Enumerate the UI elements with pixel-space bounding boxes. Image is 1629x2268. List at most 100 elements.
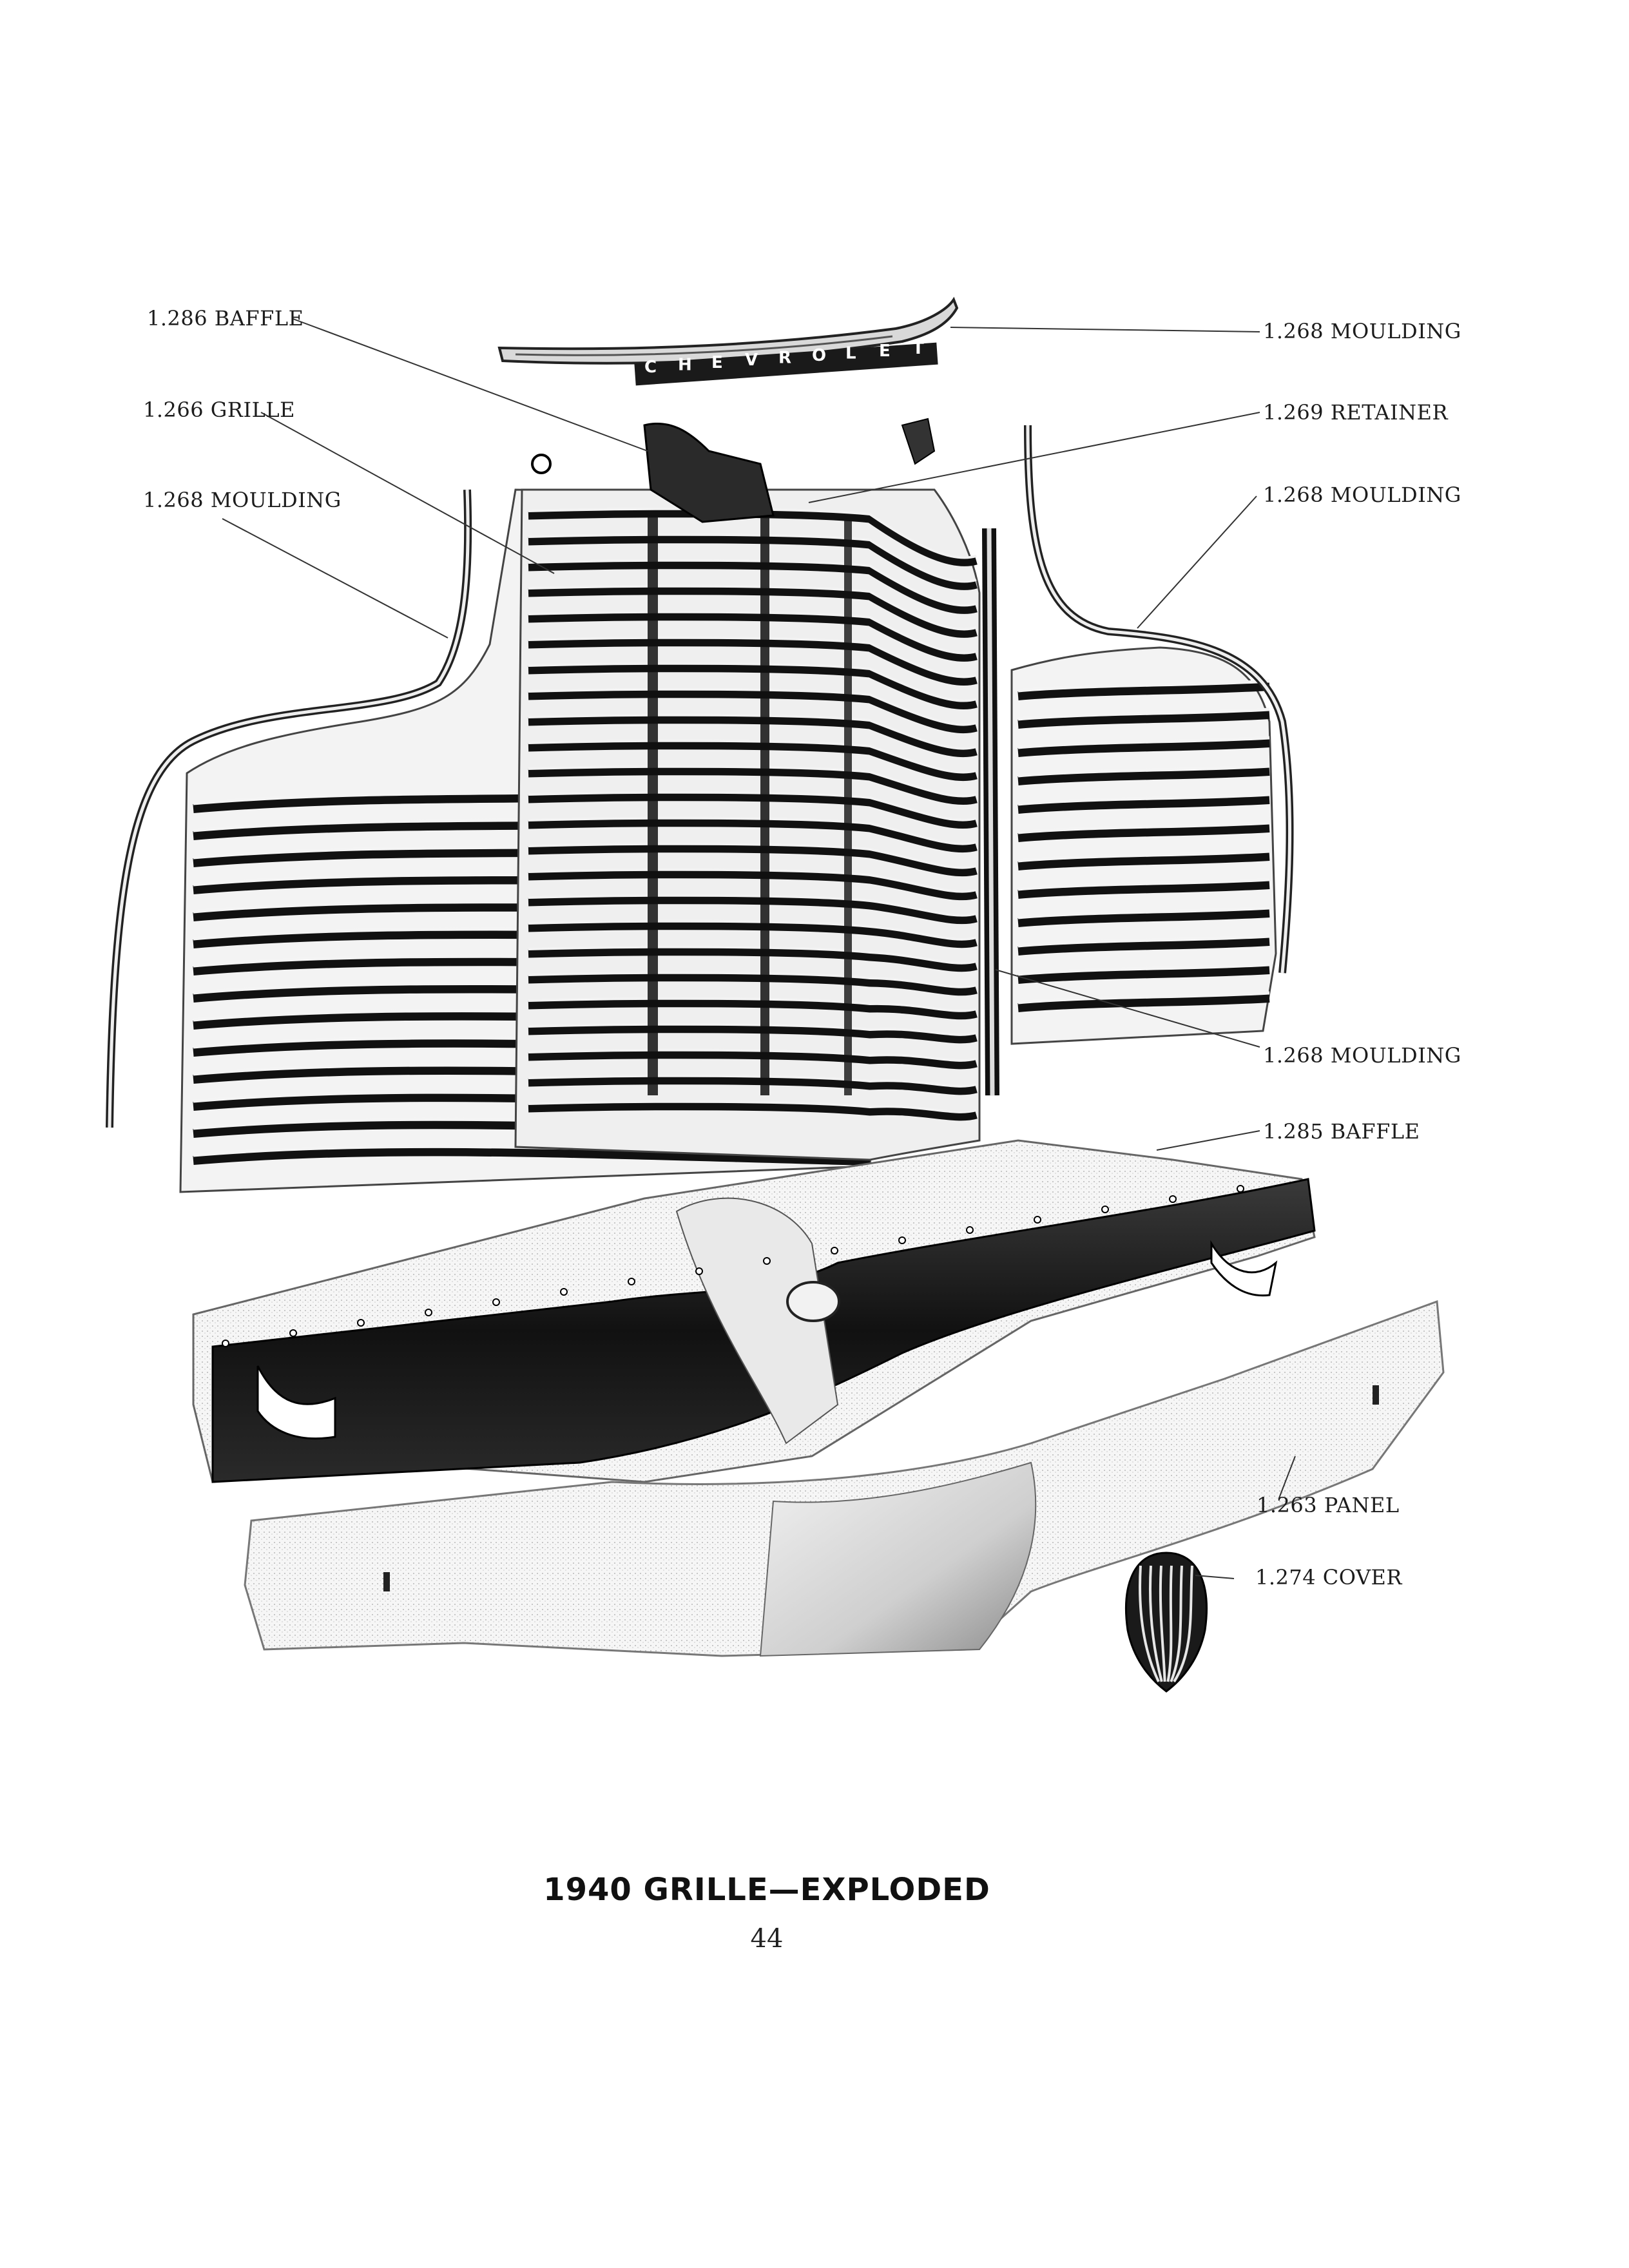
center-grille-bar (528, 793, 978, 829)
right-grille-bar (1017, 795, 1270, 814)
bolt-hole (695, 1267, 703, 1275)
center-grille-bar (528, 612, 978, 662)
cover-rib (1159, 1565, 1166, 1682)
center-grille-bar (528, 509, 978, 566)
center-grille-bars (528, 507, 978, 1121)
leader-cover (1195, 1575, 1235, 1579)
center-grille-bar (528, 844, 978, 877)
right-grille-bar (1017, 823, 1270, 842)
center-grille-bar-highlight (528, 894, 977, 917)
emblem-letter: T (912, 339, 924, 358)
label-grille: 1.266 GRILLE (143, 398, 295, 422)
bolt-hole (289, 1329, 297, 1337)
right-grille-bar-highlight (1017, 906, 1270, 919)
baffle-top-part (531, 418, 936, 523)
bolt-hole (1101, 1206, 1109, 1213)
center-grille-bar-highlight (528, 868, 977, 893)
label-retainer: 1.269 RETAINER (1263, 400, 1449, 425)
center-grille-bar-highlight (528, 945, 977, 965)
center-grille-bar-highlight (528, 1048, 977, 1062)
cover-rib (1139, 1565, 1160, 1682)
center-grille-bar (528, 741, 978, 782)
right-grille-bar (1017, 682, 1270, 700)
bolt-hole (1169, 1195, 1177, 1203)
right-grille-bar-highlight (1017, 736, 1270, 749)
center-grille-bar (528, 689, 978, 733)
leader-panel (1278, 1456, 1296, 1499)
baffle-bolt-holes (222, 1185, 1244, 1347)
right-grille-bar (1017, 880, 1270, 899)
right-grille-bar-highlight (1017, 679, 1270, 693)
emblem-letter: L (845, 343, 856, 363)
bolt-hole (831, 1247, 838, 1254)
leader-lines (222, 318, 1296, 1579)
page-number: 44 (750, 1924, 784, 1954)
grille-right-section (1010, 646, 1277, 1045)
emblem-letter: E (879, 341, 891, 361)
label-moulding-right: 1.268 MOULDING (1263, 483, 1461, 507)
right-grille-bar-highlight (1017, 991, 1270, 1004)
center-grille-bar (528, 1024, 978, 1044)
center-grille-bar (528, 921, 978, 948)
right-grille-bar (1017, 767, 1270, 785)
center-grille-bar (528, 638, 978, 686)
center-grille-bar (528, 973, 978, 996)
label-moulding-center: 1.268 MOULDING (1263, 1043, 1461, 1068)
grille-center-section (514, 488, 981, 1161)
right-grille-bar (1017, 852, 1270, 870)
center-grille-bar-highlight (528, 533, 977, 583)
center-grille-bar-highlight (528, 1074, 977, 1088)
right-grille-bar-highlight (1017, 821, 1270, 834)
bolt-hole (492, 1298, 500, 1306)
emblem-letter: E (711, 353, 723, 372)
center-grille-bar (528, 767, 978, 805)
leader-retainer (808, 412, 1260, 503)
cover-rib (1148, 1565, 1163, 1682)
bolt-hole (357, 1319, 365, 1327)
bolt-hole (898, 1236, 906, 1244)
center-grille-bar-highlight (528, 636, 977, 678)
center-grille-bar (528, 1102, 978, 1121)
center-grille-bar (528, 870, 978, 901)
center-grille-bar-highlight (528, 559, 977, 607)
leader-baffle-top (293, 318, 648, 452)
center-grille-bar (528, 664, 978, 709)
cover-ribs (1139, 1565, 1193, 1683)
right-grille-bar (1017, 738, 1270, 757)
emblem-letter: O (812, 346, 826, 365)
center-grille-bar-highlight (528, 919, 977, 941)
center-grille-bar-highlight (528, 842, 977, 869)
leader-grille (260, 412, 555, 574)
center-grille-bar-highlight (528, 713, 977, 750)
center-grille-bar (528, 947, 978, 972)
center-grille-bar-highlight (528, 971, 977, 988)
center-grille-bar-highlight (528, 507, 977, 559)
leader-baffle-lower (1156, 1130, 1260, 1151)
right-grille-bar-highlight (1017, 934, 1270, 948)
bolt-hole (425, 1309, 432, 1316)
leader-moulding-left (222, 518, 448, 639)
cover-rib (1170, 1565, 1183, 1682)
right-grille-bar (1017, 965, 1270, 984)
leader-moulding-right (1137, 495, 1257, 629)
right-grille-bar-highlight (1017, 764, 1270, 778)
cover-part (1125, 1552, 1208, 1693)
emblem-letter: V (745, 351, 758, 370)
center-grille-bar (528, 1076, 978, 1095)
bolt-hole (966, 1226, 974, 1234)
label-baffle-lower: 1.285 BAFFLE (1263, 1119, 1420, 1144)
bolt-hole (1034, 1216, 1041, 1224)
cover-rib (1166, 1565, 1173, 1682)
emblem-letter: H (678, 355, 692, 374)
label-moulding-top: 1.268 MOULDING (1263, 319, 1461, 343)
center-grille-bar-highlight (528, 584, 977, 631)
center-grille-bar-highlight (528, 739, 977, 774)
right-grille-bar-highlight (1017, 849, 1270, 863)
center-grille-bar (528, 1050, 978, 1070)
bolt-hole (560, 1288, 568, 1296)
right-grille-bar-highlight (1017, 793, 1270, 806)
